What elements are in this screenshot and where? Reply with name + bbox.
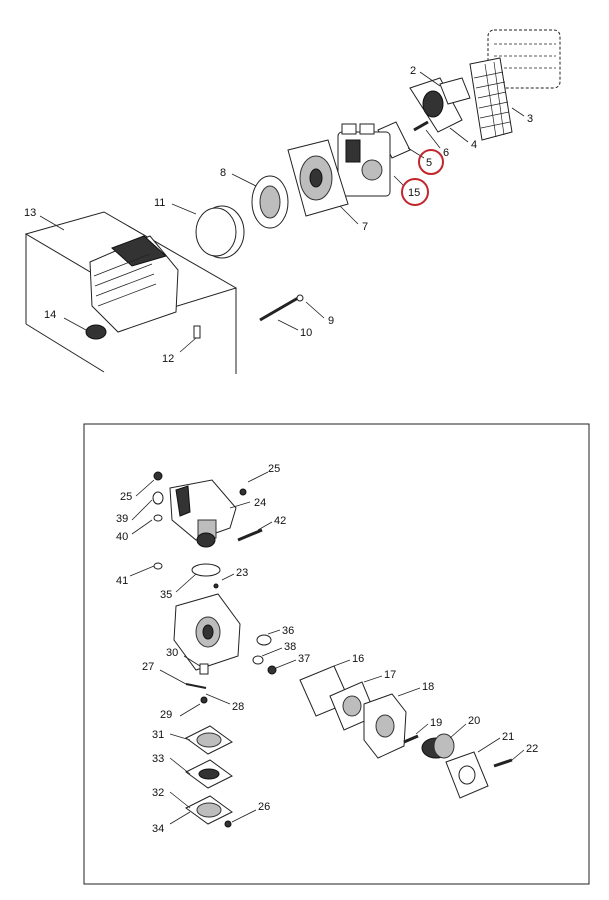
air-cleaner-base-part-7 bbox=[287, 139, 349, 217]
label-2: 2 bbox=[410, 65, 416, 77]
gasket-part-3 bbox=[469, 57, 513, 141]
screw-part-23 bbox=[213, 583, 219, 589]
label-32: 32 bbox=[152, 787, 164, 799]
carb-main-body bbox=[173, 593, 241, 671]
label-28: 28 bbox=[232, 701, 244, 713]
primer-bulb-part-20 bbox=[421, 733, 455, 759]
carb-needles bbox=[185, 663, 209, 704]
highlight-circle-5 bbox=[418, 149, 444, 175]
highlight-circle-15 bbox=[401, 178, 429, 206]
top-leader-lines bbox=[39, 71, 525, 353]
carburetor-detail-frame bbox=[83, 423, 590, 885]
carb-pump-body-18 bbox=[363, 693, 407, 759]
clip-part-12 bbox=[193, 325, 201, 339]
screw-part-19 bbox=[403, 734, 419, 744]
label-12: 12 bbox=[162, 353, 174, 365]
label-34: 34 bbox=[152, 823, 164, 835]
label-4: 4 bbox=[471, 139, 477, 151]
o-ring-part-35 bbox=[191, 563, 221, 577]
label-15: 15 bbox=[408, 187, 420, 199]
carb-upper-body bbox=[169, 479, 237, 548]
intake-part-4 bbox=[409, 77, 463, 133]
label-3: 3 bbox=[527, 113, 533, 125]
label-42: 42 bbox=[274, 515, 286, 527]
carb-diaphragms bbox=[185, 725, 233, 828]
carburetor-part-15 bbox=[337, 123, 391, 197]
primer-cover-part-21 bbox=[445, 751, 489, 799]
label-31: 31 bbox=[152, 729, 164, 741]
label-30: 30 bbox=[166, 647, 178, 659]
label-8: 8 bbox=[220, 167, 226, 179]
label-24: 24 bbox=[254, 497, 266, 509]
gasket-part-2 bbox=[439, 77, 471, 105]
label-5: 5 bbox=[426, 157, 432, 169]
cylinder-part bbox=[487, 29, 561, 89]
label-6: 6 bbox=[443, 147, 449, 159]
carb-side-parts bbox=[252, 634, 277, 675]
label-20: 20 bbox=[468, 715, 480, 727]
label-21: 21 bbox=[502, 731, 514, 743]
label-36: 36 bbox=[282, 625, 294, 637]
label-23: 23 bbox=[236, 567, 248, 579]
label-25b: 25 bbox=[120, 491, 132, 503]
label-33: 33 bbox=[152, 753, 164, 765]
label-14: 14 bbox=[44, 309, 56, 321]
label-39: 39 bbox=[116, 513, 128, 525]
bolt-part-6 bbox=[413, 120, 429, 132]
detail-leader-lines bbox=[129, 471, 525, 825]
label-10: 10 bbox=[300, 327, 312, 339]
label-29: 29 bbox=[160, 709, 172, 721]
label-9: 9 bbox=[328, 315, 334, 327]
label-35: 35 bbox=[160, 589, 172, 601]
label-13: 13 bbox=[24, 207, 36, 219]
plate-part-8 bbox=[251, 175, 289, 229]
knob-part-14 bbox=[85, 324, 107, 340]
label-18: 18 bbox=[422, 681, 434, 693]
label-38: 38 bbox=[284, 641, 296, 653]
label-7: 7 bbox=[362, 221, 368, 233]
label-22: 22 bbox=[526, 743, 538, 755]
filter-element-part-11 bbox=[195, 205, 245, 259]
long-bolt-part-10 bbox=[259, 294, 304, 322]
label-27: 27 bbox=[142, 661, 154, 673]
label-41: 41 bbox=[116, 575, 128, 587]
label-11: 11 bbox=[154, 197, 165, 209]
label-17: 17 bbox=[384, 669, 396, 681]
label-26: 26 bbox=[258, 801, 270, 813]
label-25a: 25 bbox=[268, 463, 280, 475]
label-16: 16 bbox=[352, 653, 364, 665]
label-19: 19 bbox=[430, 717, 442, 729]
label-40: 40 bbox=[116, 531, 128, 543]
air-cleaner-cover-part-13 bbox=[89, 235, 179, 333]
label-37: 37 bbox=[298, 653, 310, 665]
screw-part-22 bbox=[493, 758, 513, 768]
